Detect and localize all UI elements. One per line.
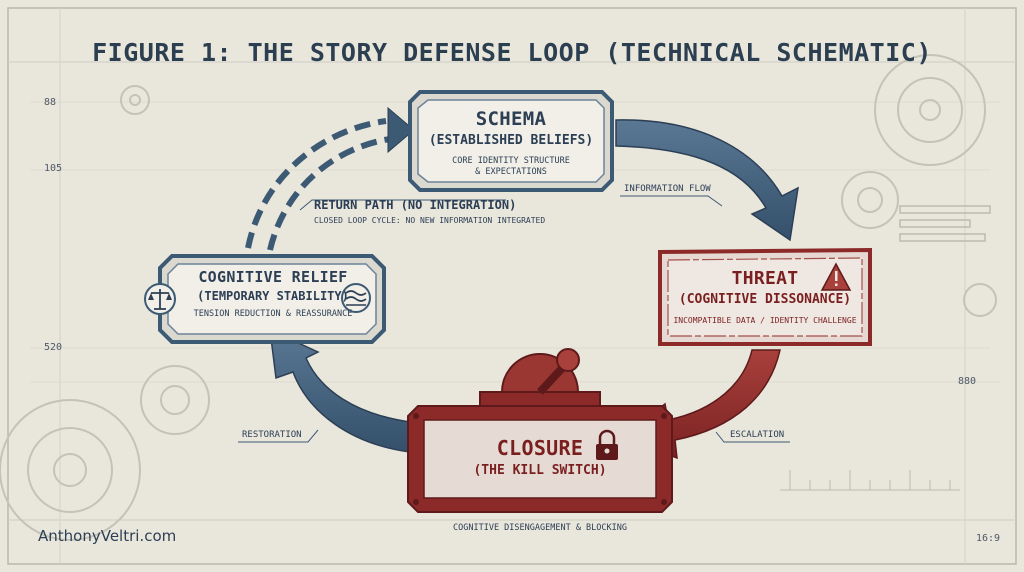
restoration-label: RESTORATION (242, 430, 302, 440)
escalation-label: ESCALATION (730, 430, 785, 440)
return-path-arrowhead (387, 106, 415, 154)
relief-node: COGNITIVE RELIEF (TEMPORARY STABILITY) T… (176, 268, 370, 320)
decorative-bars (899, 205, 991, 242)
page-frame (7, 7, 1017, 565)
return-path-sublabel: CLOSED LOOP CYCLE: NO NEW INFORMATION IN… (314, 216, 546, 225)
schema-frame (408, 90, 614, 192)
schema-description-line2: & EXPECTATIONS (475, 167, 547, 177)
aspect-ratio-label: 16:9 (976, 533, 1001, 544)
lock-icon (596, 429, 618, 460)
margin-mark: 880 (958, 376, 977, 387)
arrow-return-path (245, 118, 391, 251)
relief-frame (158, 254, 386, 344)
threat-subtitle: (COGNITIVE DISSONANCE) (678, 292, 852, 307)
ruler (780, 470, 960, 491)
relief-description: TENSION REDUCTION & REASSURANCE (193, 309, 353, 319)
brand-link[interactable]: AnthonyVeltri.com (38, 527, 177, 545)
return-path-label: RETURN PATH (NO INTEGRATION) (314, 198, 517, 212)
threat-title: THREAT (731, 268, 799, 289)
page-title: FIGURE 1: THE STORY DEFENSE LOOP (TECHNI… (92, 38, 932, 67)
relief-title: COGNITIVE RELIEF (198, 268, 348, 286)
information-flow-label: INFORMATION FLOW (624, 184, 711, 194)
gear-icon (0, 54, 997, 541)
schema-description-line1: CORE IDENTITY STRUCTURE (452, 156, 570, 166)
closure-title: CLOSURE (496, 436, 584, 460)
margin-mark: 88 (44, 97, 57, 108)
schema-subtitle: (ESTABLISHED BELIEFS) (428, 133, 594, 148)
warning-icon (820, 262, 852, 291)
scales-icon (144, 283, 176, 315)
threat-description: INCOMPATIBLE DATA / IDENTITY CHALLENGE (673, 316, 857, 325)
waves-icon (341, 283, 371, 313)
closure-node: CLOSURE (THE KILL SWITCH) (430, 436, 650, 478)
threat-node: THREAT (COGNITIVE DISSONANCE) INCOMPATIB… (664, 268, 866, 326)
margin-mark: 105 (44, 163, 63, 174)
arrow-information-flow (615, 119, 799, 242)
closure-frame (407, 348, 673, 513)
closure-subtitle: (THE KILL SWITCH) (473, 463, 607, 478)
relief-subtitle: (TEMPORARY STABILITY) (197, 289, 349, 303)
closure-description: COGNITIVE DISENGAGEMENT & BLOCKING (453, 523, 627, 533)
schema-node: SCHEMA (ESTABLISHED BELIEFS) CORE IDENTI… (414, 108, 608, 178)
margin-mark: 520 (44, 342, 63, 353)
threat-frame (658, 247, 872, 346)
schema-title: SCHEMA (475, 108, 547, 130)
lever-icon (556, 348, 580, 372)
